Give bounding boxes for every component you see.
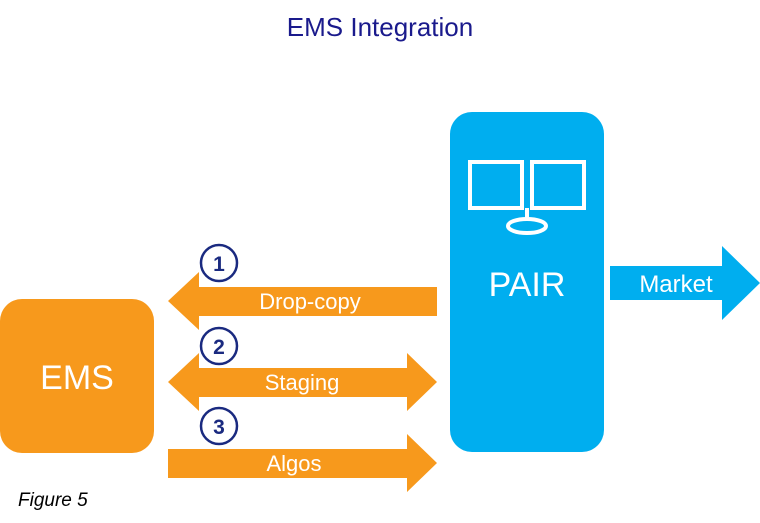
dual-monitor-icon: [468, 160, 586, 235]
step-number-2: 2: [213, 336, 225, 359]
flow-arrow-algos: [168, 434, 437, 492]
ems-label: EMS: [40, 359, 114, 397]
step-badge-2: [199, 326, 239, 366]
flow-arrow-staging: [168, 353, 437, 411]
flow-arrow-drop-copy: [168, 272, 437, 330]
figure-caption: Figure 5: [18, 490, 88, 511]
step-badge-3: [199, 406, 239, 446]
market-arrow: [610, 246, 760, 320]
diagram-title: EMS Integration: [287, 12, 473, 42]
pair-box: [450, 112, 604, 452]
step-number-3: 3: [213, 416, 225, 439]
flow-label-staging: Staging: [265, 370, 340, 395]
flow-label-algos: Algos: [266, 451, 321, 476]
step-badge-1: [199, 243, 239, 283]
flow-label-drop-copy: Drop-copy: [259, 289, 360, 314]
pair-label: PAIR: [489, 266, 566, 304]
market-label: Market: [639, 271, 713, 298]
step-number-1: 1: [213, 253, 225, 276]
ems-box: [0, 299, 154, 453]
